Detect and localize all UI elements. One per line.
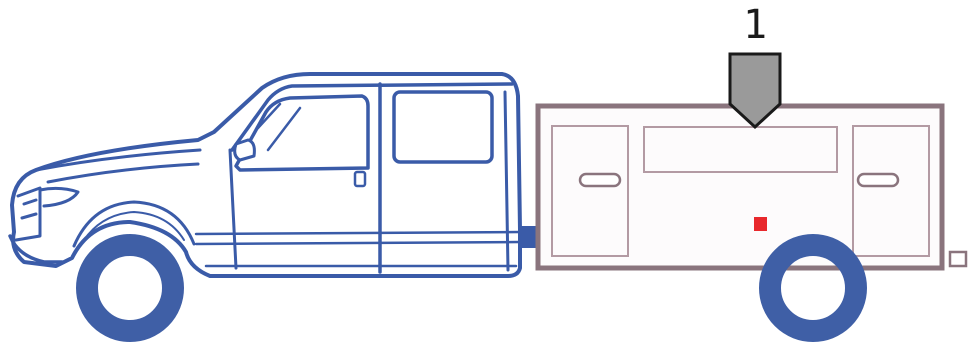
marker-number-label: 1 [743,2,767,48]
hitch-connector [519,226,537,248]
front-tire-icon [87,245,173,331]
side-mirror [235,140,255,160]
red-indicator [754,217,767,231]
right-compartment-handle [858,174,898,186]
left-compartment-handle [580,174,620,186]
rear-bumper-stub [950,252,966,266]
service-body-icon [538,106,966,268]
door-handle [355,172,365,186]
rear-window [394,92,492,162]
pickup-truck-icon [10,74,520,276]
